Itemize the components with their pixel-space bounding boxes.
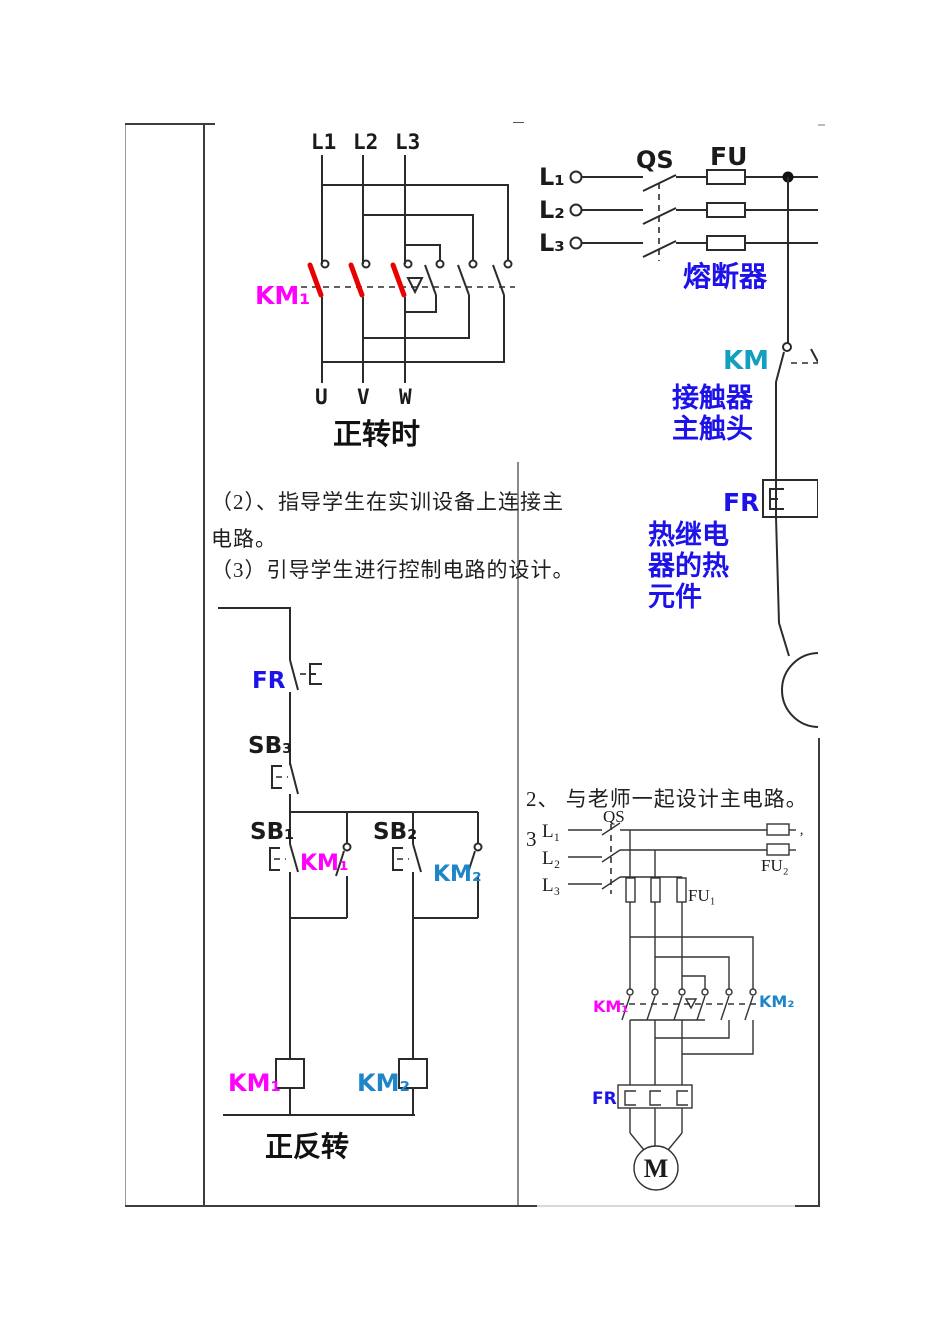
phase-label-l1: L₁ — [542, 821, 560, 842]
gang-triangle-icon — [684, 998, 698, 1010]
phase-label-l2: L2 — [353, 130, 378, 154]
control-circuit-diagram: FR SB₃ SB₁ KM₁ SB₂ KM₂ KM₁ KM₂ 正反转 — [210, 598, 515, 1180]
instruction-line-3: （3）引导学生进行控制电路的设计。 — [211, 558, 575, 582]
km1-aux-contact-label: KM₁ — [300, 851, 349, 876]
gang-triangle-icon — [406, 277, 424, 295]
thermal-chinese-line1: 热继电 — [648, 519, 729, 551]
table-border-top-dash2 — [817, 124, 825, 126]
supply-main-circuit-diagram: L₁ L₂ L₃ QS FU 熔断器 KM 接触器 主触头 FR 热继电 器的热… — [520, 123, 818, 791]
forward-rotation-diagram: L1 L2 L3 U V W KM₁ 正转时 — [215, 123, 520, 455]
item-number: 3 — [526, 827, 537, 851]
km2-coil-label: KM₂ — [357, 1069, 410, 1097]
km1-contact-label: KM₁ — [593, 997, 628, 1016]
sb3-button-label: SB₃ — [248, 733, 292, 759]
thermal-chinese-line3: 元件 — [648, 582, 702, 613]
phase-label-l3: L₃ — [539, 229, 565, 257]
motor-label: M — [644, 1154, 669, 1183]
km2-aux-contact-label: KM₂ — [433, 862, 482, 887]
reversing-main-circuit-diagram: 3 L₁ L₂ L₃ QS ’ FU₂ FU₁ KM₁ KM₂ FR M — [520, 808, 818, 1205]
km-contactor-label: KM — [723, 346, 769, 376]
table-border-col3 — [517, 462, 519, 1207]
table-border-bottom-dark — [125, 1205, 537, 1207]
qs-switch-label: QS — [603, 808, 625, 826]
terminal-label-w: W — [399, 385, 412, 409]
terminal-label-u: U — [315, 385, 328, 409]
phase-label-l3: L3 — [395, 130, 420, 154]
phase-label-l2: L₂ — [542, 848, 560, 869]
fr-contact-label: FR — [252, 668, 286, 694]
forward-diagram-title: 正转时 — [333, 417, 420, 451]
km1-contact-label: KM₁ — [255, 281, 310, 310]
phase-label-l1: L1 — [311, 130, 336, 154]
instruction-line-2: 电路。 — [211, 527, 277, 551]
fu1-fuse-label: FU₁ — [688, 886, 716, 905]
thermal-chinese-line2: 器的热 — [647, 550, 729, 582]
phase-label-l1: L₁ — [539, 163, 565, 191]
km1-coil-label: KM₁ — [228, 1069, 281, 1097]
fr-relay-label: FR — [723, 488, 759, 517]
table-border-right — [818, 738, 820, 1207]
table-border-bottom-corner — [795, 1204, 820, 1207]
contactor-chinese-label: 接触器 — [672, 383, 754, 414]
table-border-top — [125, 123, 253, 125]
task-item-2: 2、 与老师一起设计主电路。 — [526, 787, 808, 811]
phase-label-l3: L₃ — [542, 875, 560, 896]
terminal-label-v: V — [357, 385, 370, 409]
sb2-button-label: SB₂ — [373, 819, 417, 845]
table-border-left — [125, 123, 126, 1207]
sb1-button-label: SB₁ — [250, 819, 294, 845]
fu2-fuse-label: FU₂ — [761, 856, 789, 875]
fr-relay-label: FR — [592, 1089, 617, 1109]
control-diagram-title: 正反转 — [265, 1130, 349, 1163]
instruction-line-1: （2）、指导学生在实训设备上连接主 — [211, 490, 564, 514]
main-contact-chinese-label: 主触头 — [672, 414, 753, 445]
tick-mark: ’ — [799, 830, 804, 846]
fu-fuse-label: FU — [710, 142, 747, 171]
qs-switch-label: QS — [636, 146, 674, 174]
phase-label-l2: L₂ — [539, 196, 565, 224]
table-border-col2 — [203, 123, 205, 1207]
fuse-chinese-label: 熔断器 — [683, 260, 768, 293]
km2-contact-label: KM₂ — [759, 992, 794, 1011]
table-border-bottom-light — [537, 1205, 795, 1207]
